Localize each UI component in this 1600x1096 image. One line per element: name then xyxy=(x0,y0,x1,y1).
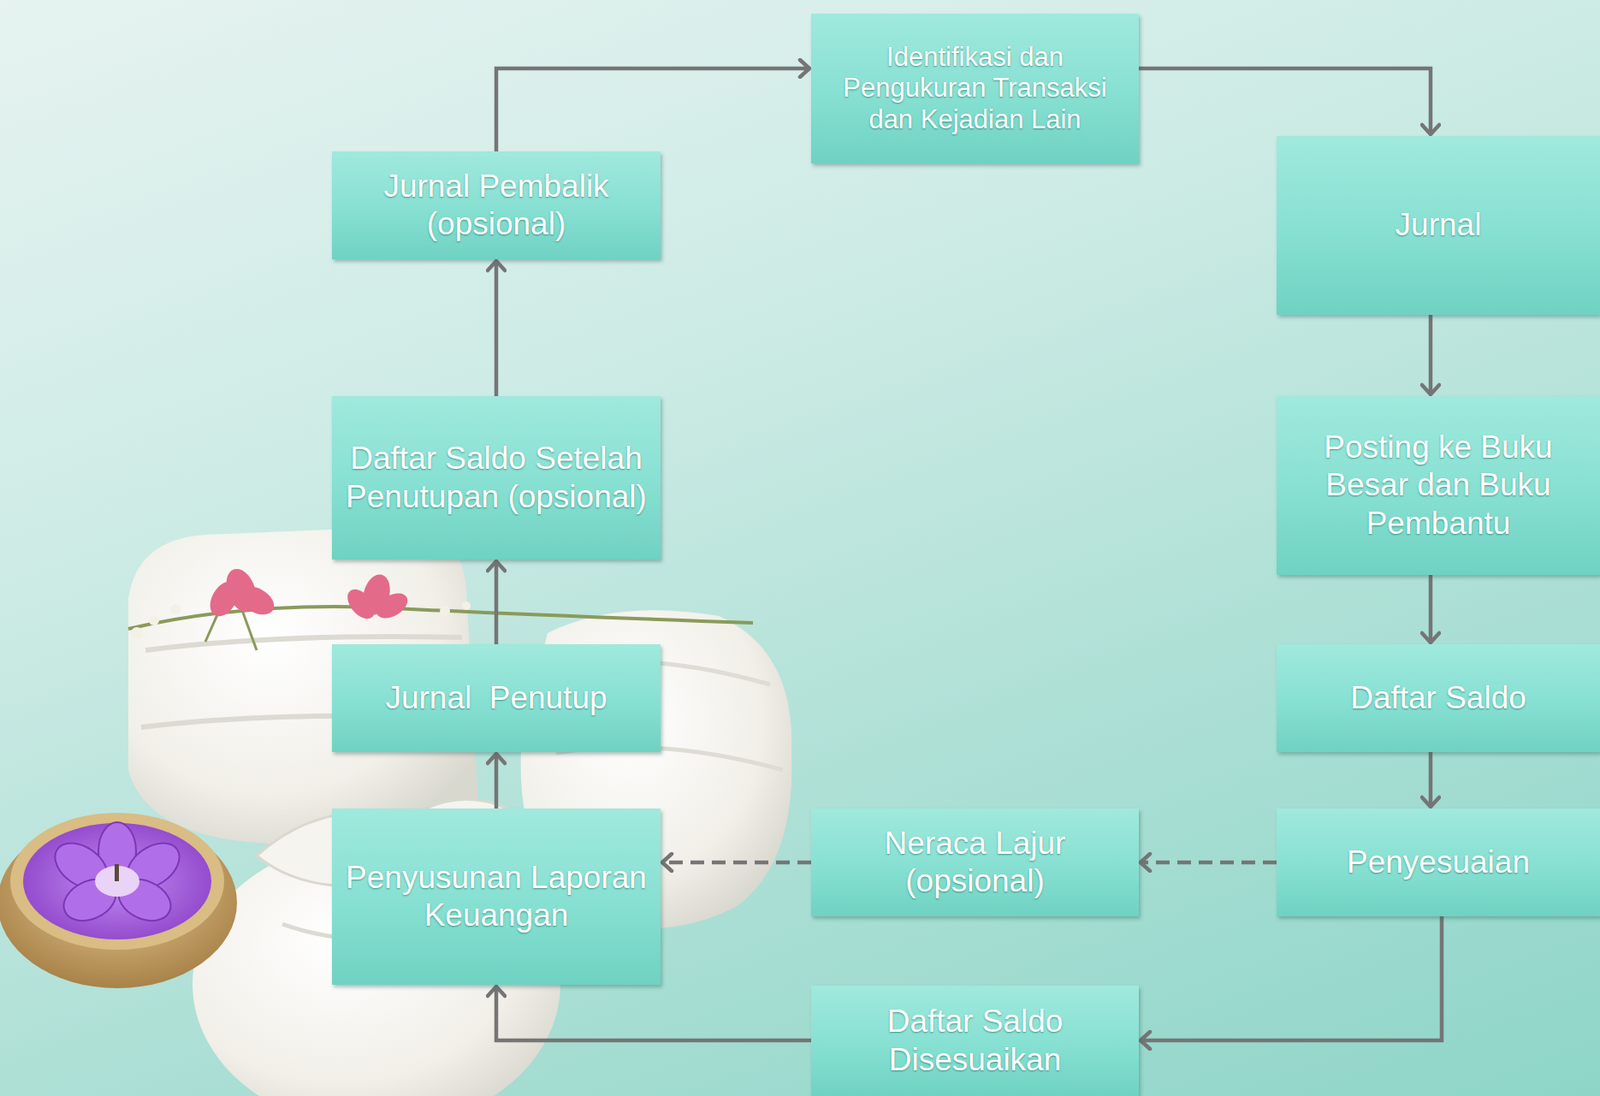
process-box: Neraca Lajur (opsional) xyxy=(811,808,1139,917)
flow-arrow xyxy=(1428,314,1434,395)
box-label: Identifikasi dan Pengukuran Transaksi da… xyxy=(821,41,1129,137)
box-label: Neraca Lajur (opsional) xyxy=(821,824,1129,901)
box-label: Jurnal xyxy=(1395,206,1482,244)
process-box: Daftar Saldo xyxy=(1276,644,1600,753)
flow-arrow xyxy=(1428,752,1434,807)
flow-arrow xyxy=(494,561,499,645)
flow-arrow xyxy=(494,753,499,809)
candle xyxy=(0,812,238,989)
process-box: Jurnal Pembalik (opsional) xyxy=(331,151,661,260)
box-label: Daftar Saldo Disesuaikan xyxy=(821,1002,1129,1079)
dashed-arrow xyxy=(662,860,812,866)
dashed-arrow xyxy=(1140,860,1277,866)
flow-arrow xyxy=(1140,916,1442,1041)
process-box: Jurnal Penutup xyxy=(331,644,661,753)
process-box: Penyesuaian xyxy=(1276,808,1600,917)
process-box: Jurnal xyxy=(1276,136,1600,315)
flower-sprig xyxy=(128,564,753,651)
flow-arrow xyxy=(496,986,812,1041)
box-label: Penyusunan Laporan Keuangan xyxy=(342,859,651,936)
process-box: Posting ke Buku Besar dan Buku Pembantu xyxy=(1276,396,1600,575)
process-box: Penyusunan Laporan Keuangan xyxy=(331,808,661,985)
box-label: Penyesuaian xyxy=(1346,843,1530,882)
process-box: Daftar Saldo Disesuaikan xyxy=(811,985,1139,1096)
box-label: Jurnal Penutup xyxy=(385,679,607,718)
process-box: Identifikasi dan Pengukuran Transaksi da… xyxy=(811,13,1139,164)
flow-arrow xyxy=(1428,574,1434,643)
process-box: Daftar Saldo Setelah Penutupan (opsional… xyxy=(331,396,661,560)
box-label: Daftar Saldo Setelah Penutupan (opsional… xyxy=(342,439,651,516)
box-label: Daftar Saldo xyxy=(1350,679,1527,718)
flow-arrow xyxy=(1138,68,1431,135)
flow-arrow xyxy=(496,68,810,152)
box-label: Posting ke Buku Besar dan Buku Pembantu xyxy=(1286,428,1590,543)
box-label: Jurnal Pembalik (opsional) xyxy=(342,167,651,244)
flow-arrow xyxy=(494,260,499,397)
